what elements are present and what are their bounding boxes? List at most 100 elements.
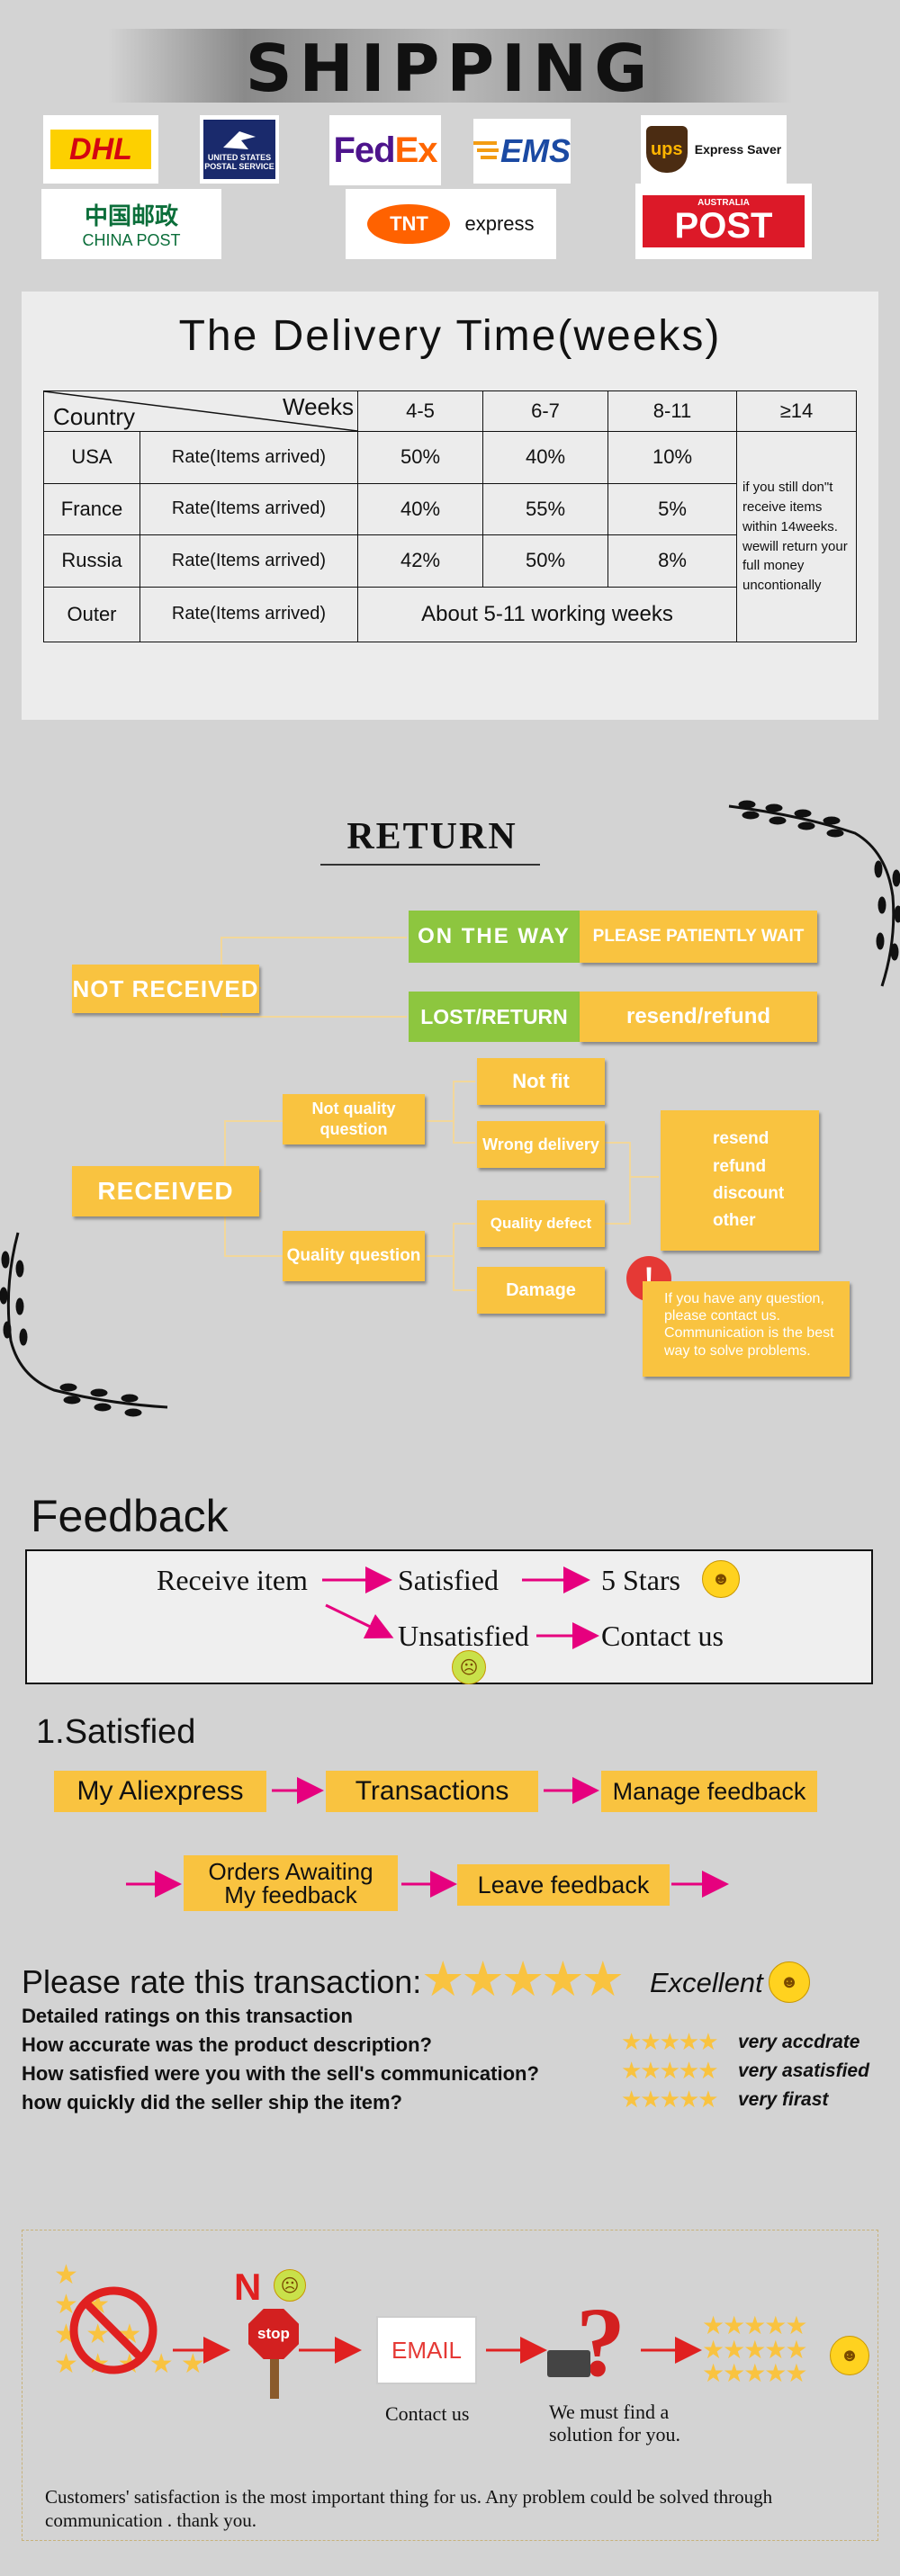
rate-cell: Rate(Items arrived): [140, 482, 358, 535]
tnt-logo-text: express: [464, 212, 535, 235]
laptop-icon: [547, 2350, 590, 2377]
australia-post-small: AUSTRALIA: [698, 198, 750, 208]
option-item: refund: [713, 1156, 767, 1176]
satisfied-section-title: 1.Satisfied: [36, 1713, 196, 1751]
rating-answer: very asatisfied: [738, 2060, 869, 2081]
bottom-flow-arrows: [173, 2337, 702, 2364]
table-row: USA Rate(Items arrived) 50% 40% 10% if y…: [43, 431, 857, 642]
country-cell: Russia: [43, 534, 140, 588]
contact-us-caption: Contact us: [385, 2402, 470, 2425]
orders-awaiting-line1: Orders Awaiting: [208, 1858, 374, 1885]
tnt-logo-mark: TNT: [367, 204, 451, 244]
crying-face-icon: ☹: [452, 1650, 486, 1684]
table-row: Russia Rate(Items arrived) 42% 50% 8%: [43, 534, 857, 588]
my-aliexpress-step[interactable]: My Aliexpress: [54, 1771, 266, 1812]
value-cell: 42%: [357, 534, 483, 588]
leave-feedback-step[interactable]: Leave feedback: [457, 1864, 670, 1906]
option-item: discount: [713, 1184, 785, 1203]
crying-face-icon: ☹: [274, 2269, 306, 2302]
received-box: RECEIVED: [72, 1166, 259, 1216]
ups-shield-icon: ups: [645, 126, 688, 173]
shipping-banner: [108, 29, 792, 103]
rating-stars-small[interactable]: ★★★★★: [621, 2086, 719, 2113]
transactions-step[interactable]: Transactions: [326, 1771, 538, 1812]
value-cell: 10%: [608, 431, 737, 484]
dhl-logo-text: DHL: [50, 130, 151, 169]
col-header: 8-11: [608, 390, 737, 432]
china-post-en: CHINA POST: [82, 231, 181, 249]
outer-value-cell: About 5-11 working weeks: [357, 586, 737, 642]
return-title-underline: [320, 864, 540, 866]
wait-box: PLEASE PATIENTLY WAIT: [580, 911, 817, 963]
resolution-options-box: resend refund discount other: [661, 1110, 819, 1251]
wrong-delivery-box: Wrong delivery: [477, 1121, 605, 1168]
quality-question-box: Quality question: [283, 1231, 425, 1281]
delivery-table: Weeks Country 4-5 6-7 8-11 ≥14 USA Rate(…: [43, 390, 857, 642]
orders-awaiting-line2: My feedback: [224, 1881, 357, 1908]
shipping-title: SHIPPING: [245, 31, 655, 106]
happy-face-icon: ☻: [702, 1560, 740, 1598]
rating-stars-small[interactable]: ★★★★★: [621, 2057, 719, 2084]
quality-defect-box: Quality defect: [477, 1200, 605, 1247]
solution-caption: We must find a solution for you.: [549, 2401, 681, 2446]
refund-note: if you still don"t receive items within …: [736, 431, 857, 642]
country-label: Country: [53, 403, 136, 430]
table-row: France Rate(Items arrived) 40% 55% 5%: [43, 482, 857, 535]
excellent-label: Excellent: [650, 1967, 763, 1998]
ups-logo: ups Express Saver: [641, 115, 787, 184]
rating-stars-large[interactable]: ★★★★★: [421, 1952, 625, 2006]
no-letter: N: [234, 2266, 262, 2308]
vine-ornament-bottom-left: [0, 1232, 168, 1417]
value-cell: 55%: [482, 482, 608, 535]
col-header: 4-5: [357, 390, 483, 432]
unsatisfied-text: Unsatisfied: [398, 1620, 529, 1652]
rate-title: Please rate this transaction:: [22, 1963, 422, 2000]
delivery-title: The Delivery Time(weeks): [178, 312, 722, 360]
usps-logo: UNITED STATES POSTAL SERVICE: [200, 115, 279, 184]
vine-ornament-top-right: [728, 800, 900, 987]
manage-feedback-step[interactable]: Manage feedback: [601, 1771, 817, 1812]
happy-face-icon: ☻: [769, 1961, 810, 2003]
feedback-title: Feedback: [31, 1491, 229, 1541]
bottom-panel: [22, 2230, 878, 2541]
table-header-row: Weeks Country 4-5 6-7 8-11 ≥14: [43, 390, 857, 432]
feedback-arrows: [322, 1566, 599, 1649]
not-quality-box: Not quality question: [283, 1094, 425, 1144]
prohibited-icon: [69, 2286, 158, 2374]
china-post-logo: 中国邮政 CHINA POST: [41, 189, 221, 259]
receive-item-text: Receive item: [157, 1564, 308, 1596]
value-cell: 8%: [608, 534, 737, 588]
not-received-box: NOT RECEIVED: [72, 965, 259, 1013]
five-stars-text: 5 Stars: [601, 1564, 680, 1596]
on-the-way-box: ON THE WAY: [409, 911, 580, 963]
ups-logo-text: Express Saver: [694, 142, 782, 157]
australia-post-logo: AUSTRALIA POST: [635, 184, 812, 259]
option-item: other: [713, 1211, 756, 1231]
ems-logo: EMS: [473, 119, 571, 184]
value-cell: 50%: [482, 534, 608, 588]
col-header: 6-7: [482, 390, 608, 432]
satisfied-text: Satisfied: [398, 1564, 499, 1596]
orders-awaiting-step[interactable]: Orders Awaiting My feedback: [184, 1855, 398, 1911]
contact-us-text: Contact us: [601, 1620, 724, 1652]
china-post-cn: 中国邮政: [84, 202, 178, 229]
email-envelope-icon: EMAIL: [376, 2316, 477, 2384]
table-row: Outer Rate(Items arrived) About 5-11 wor…: [43, 586, 857, 642]
value-cell: 40%: [357, 482, 483, 535]
col-header: ≥14: [736, 390, 857, 432]
corner-cell: Weeks Country: [43, 390, 358, 432]
stars-grid: ★★★★★★★★★★★★★★★: [702, 2311, 808, 2388]
weeks-label: Weeks: [283, 393, 354, 420]
happy-face-icon: ☻: [830, 2336, 869, 2375]
tnt-logo: TNT express: [346, 189, 556, 259]
rating-question: how quickly did the seller ship the item…: [22, 2091, 402, 2114]
dhl-logo: DHL: [43, 115, 158, 184]
rate-cell: Rate(Items arrived): [140, 586, 358, 642]
rating-question: How accurate was the product description…: [22, 2033, 432, 2056]
not-fit-box: Not fit: [477, 1058, 605, 1105]
stop-sign-pole: [270, 2343, 279, 2399]
rating-stars-small[interactable]: ★★★★★: [621, 2028, 719, 2055]
contact-tip: If you have any question, please contact…: [643, 1281, 850, 1377]
satisfied-step-arrows: [126, 1777, 729, 1898]
